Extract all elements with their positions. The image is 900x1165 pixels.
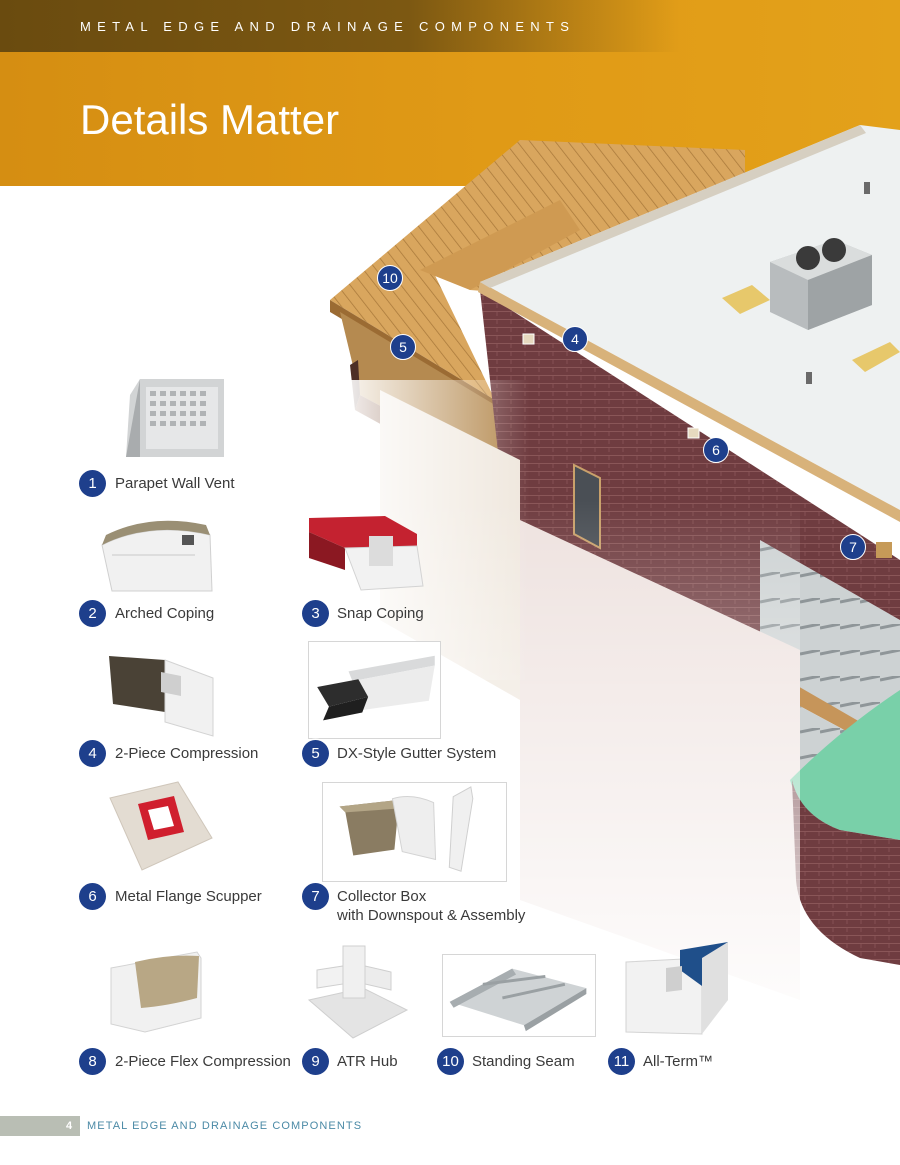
item-number-7: 7 [302, 883, 329, 910]
callout-10: 10 [377, 265, 403, 291]
header-strip [0, 0, 680, 52]
item-number-4: 4 [79, 740, 106, 767]
two-piece-compression-image [109, 656, 214, 737]
snap-coping-image [309, 516, 424, 591]
two-piece-flex-compression-image [110, 951, 202, 1033]
item-number-11: 11 [608, 1048, 635, 1075]
item-number-3: 3 [302, 600, 329, 627]
item-label-arched-coping: Arched Coping [115, 605, 215, 622]
metal-flange-scupper-image [109, 781, 213, 871]
item-number-8: 8 [79, 1048, 106, 1075]
item-label-snap-coping: Snap Coping [337, 605, 424, 622]
callout-4: 4 [562, 326, 588, 352]
all-term-image [625, 942, 728, 1035]
item-number-2: 2 [79, 600, 106, 627]
arched-coping-image [101, 520, 213, 592]
item-label-2-piece-flex-compression: 2-Piece Flex Compression [115, 1053, 291, 1070]
page-title: Details Matter [80, 96, 340, 143]
callout-7: 7 [840, 534, 866, 560]
collector-box-image [322, 782, 507, 882]
callout-5: 5 [390, 334, 416, 360]
dx-style-gutter-system-image [308, 641, 441, 739]
item-label-all-term: All-Term™ [643, 1053, 713, 1070]
item-label-collector-box: Collector Box [337, 888, 427, 905]
parapet-wall-vent-image [126, 379, 224, 457]
section-title: METAL EDGE AND DRAINAGE COMPONENTS [80, 19, 576, 34]
item-label-2-piece-compression: 2-Piece Compression [115, 745, 259, 762]
item-label-dx-style-gutter-system: DX-Style Gutter System [337, 745, 497, 762]
item-number-6: 6 [79, 883, 106, 910]
item-label-parapet-wall-vent: Parapet Wall Vent [115, 475, 235, 492]
footer-section-title: METAL EDGE AND DRAINAGE COMPONENTS [87, 1120, 363, 1132]
item-number-5: 5 [302, 740, 329, 767]
item-number-10: 10 [437, 1048, 464, 1075]
standing-seam-image [442, 954, 596, 1037]
callout-6: 6 [703, 437, 729, 463]
item-number-9: 9 [302, 1048, 329, 1075]
atr-hub-image [307, 945, 409, 1039]
item-label-collector-box-line2: with Downspout & Assembly [337, 907, 526, 924]
page-number: 4 [65, 1120, 73, 1132]
item-label-standing-seam: Standing Seam [472, 1053, 575, 1070]
footer-tab [0, 1116, 80, 1136]
item-number-1: 1 [79, 470, 106, 497]
item-label-atr-hub: ATR Hub [337, 1053, 398, 1070]
item-label-metal-flange-scupper: Metal Flange Scupper [115, 888, 262, 905]
